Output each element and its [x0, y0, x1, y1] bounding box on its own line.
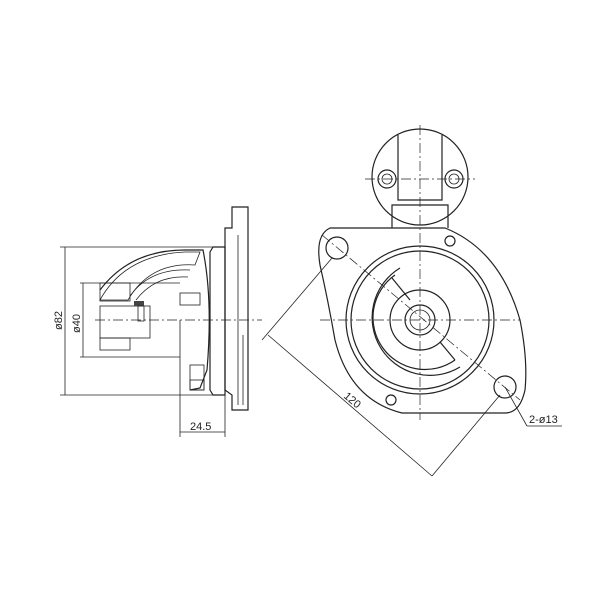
dimension-120: 120 — [341, 390, 363, 411]
front-view: 120 2-ø13 — [261, 125, 562, 477]
pinion-shaft — [99, 305, 151, 339]
pinion-lower-section — [99, 337, 131, 351]
bolt-bottom — [385, 394, 397, 406]
mounting-flange-plate — [224, 206, 249, 411]
dimension-line-120 — [267, 334, 433, 477]
nose-housing — [99, 249, 210, 391]
dimension-2-o13: 2-ø13 — [529, 414, 558, 426]
dimension-o40: ø40 — [71, 314, 83, 333]
mounting-hole-left — [325, 236, 349, 260]
mounting-hole-right — [493, 375, 517, 399]
snap-ring — [134, 301, 144, 306]
mounting-flange — [318, 227, 527, 414]
bolt-top — [444, 235, 456, 247]
side-view: ø82 ø40 24.5 — [53, 206, 262, 437]
body-face — [209, 246, 226, 396]
dimension-24-5: 24.5 — [190, 421, 211, 433]
dimension-o82: ø82 — [53, 311, 65, 330]
